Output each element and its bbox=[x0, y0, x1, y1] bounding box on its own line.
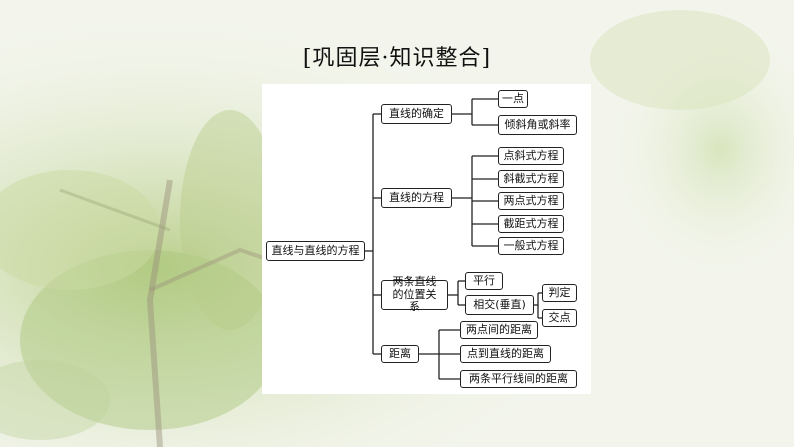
slide-title: [巩固层·知识整合] bbox=[302, 46, 492, 71]
branch-position-relation: 两条直线的位置关系 bbox=[381, 275, 448, 313]
leaf-point-line-distance: 点到直线的距离 bbox=[460, 345, 551, 363]
leaf-intersection-point: 交点 bbox=[542, 309, 577, 327]
leaf-intercept: 截距式方程 bbox=[498, 215, 564, 233]
mind-map-panel: 直线与直线的方程 直线的确定 一点 倾斜角或斜率 直线的方程 点斜式方程 斜截式… bbox=[262, 84, 591, 394]
branch-distance: 距离 bbox=[381, 345, 419, 363]
connector-lines bbox=[365, 98, 542, 380]
root-node: 直线与直线的方程 bbox=[266, 241, 365, 261]
leaf-parallel: 平行 bbox=[465, 272, 503, 290]
branch-line-determination: 直线的确定 bbox=[381, 104, 452, 124]
leaf-intersect-perpendicular: 相交(垂直) bbox=[465, 295, 534, 315]
leaf-two-point-distance: 两点间的距离 bbox=[460, 321, 538, 339]
leaf-inclination-slope: 倾斜角或斜率 bbox=[498, 115, 577, 135]
leaf-slope-intercept: 斜截式方程 bbox=[498, 170, 564, 188]
branch-line-equation: 直线的方程 bbox=[381, 188, 452, 208]
leaf-point-slope: 点斜式方程 bbox=[498, 147, 564, 165]
leaf-parallel-lines-distance: 两条平行线间的距离 bbox=[460, 370, 577, 388]
leaf-one-point: 一点 bbox=[498, 90, 528, 108]
leaf-general: 一般式方程 bbox=[498, 237, 564, 255]
leaf-judgement: 判定 bbox=[542, 284, 577, 302]
leaf-two-point: 两点式方程 bbox=[498, 192, 564, 210]
